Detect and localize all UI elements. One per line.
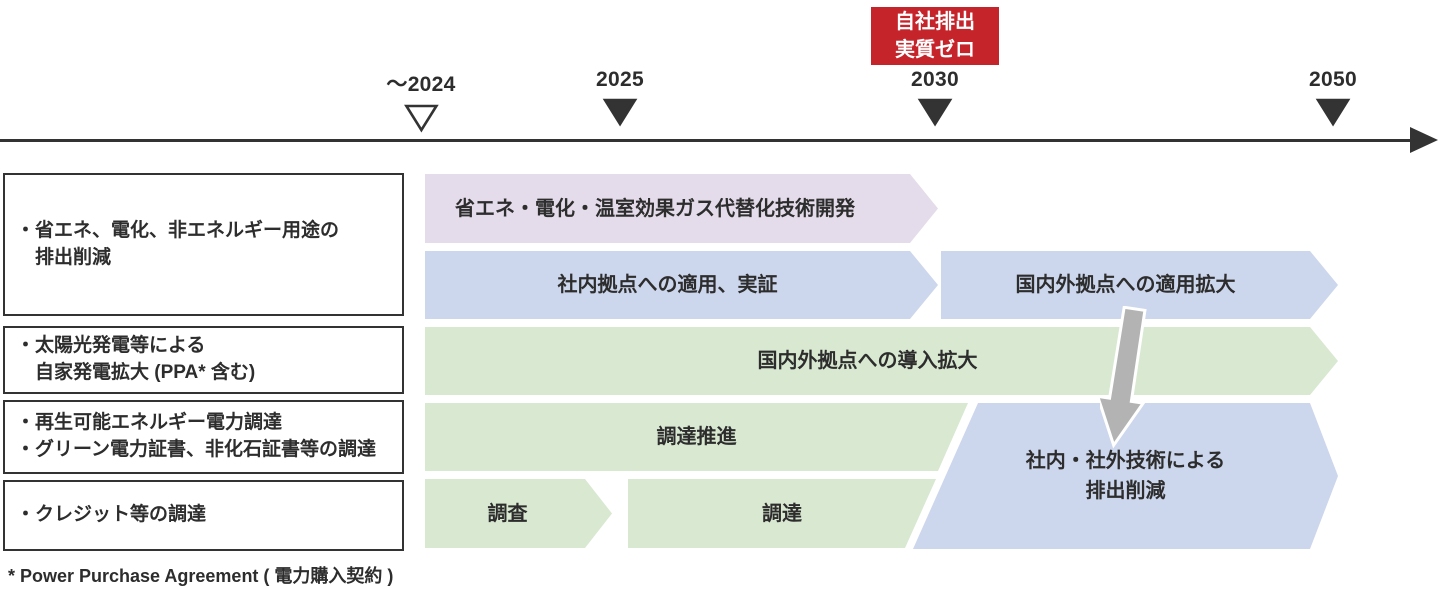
bar-label: 排出削減	[1085, 480, 1166, 502]
year-label: 2025	[596, 68, 644, 91]
bar-label: 社内・社外技術による	[1025, 450, 1226, 472]
category-line: ・グリーン電力証書、非化石証書等の調達	[16, 439, 377, 460]
marker-triangle-filled-icon	[602, 98, 638, 127]
category-line: ・クレジット等の調達	[16, 504, 207, 526]
footnote: * Power Purchase Agreement ( 電力購入契約 )	[8, 566, 394, 586]
cat-energy-saving: ・省エネ、電化、非エネルギー用途の排出削減	[3, 173, 404, 316]
timeline-arrowhead-icon	[1410, 127, 1438, 153]
roadmap-bar-procurement-promotion: 調達推進	[425, 403, 968, 471]
year-label: ～2024	[386, 73, 456, 96]
cat-credit: ・クレジット等の調達	[3, 480, 404, 551]
net-zero-badge-line1: 自社排出	[895, 11, 975, 33]
category-line: 自家発電拡大 (PPA* 含む)	[35, 362, 256, 383]
net-zero-badge-line2: 実質ゼロ	[895, 39, 975, 61]
category-line: 排出削減	[35, 246, 112, 268]
roadmap-bar-global-apply: 国内外拠点への適用拡大	[941, 251, 1338, 319]
bar-label: 省エネ・電化・温室効果ガス代替化技術開発	[455, 197, 855, 220]
timeline-marker-m2030: 2030	[911, 68, 959, 127]
bar-label: 調査	[487, 502, 528, 525]
net-zero-badge: 自社排出 実質ゼロ	[871, 7, 999, 65]
cat-solar: ・太陽光発電等による自家発電拡大 (PPA* 含む)	[3, 326, 404, 394]
roadmap-bar-procurement: 調達	[628, 479, 936, 548]
bar-label: 国内外拠点への適用拡大	[1015, 274, 1236, 296]
timeline-marker-m2025: 2025	[596, 68, 644, 127]
timeline-marker-m2024: ～2024	[386, 68, 455, 133]
cat-renewable: ・再生可能エネルギー電力調達・グリーン電力証書、非化石証書等の調達	[3, 400, 404, 474]
marker-triangle-filled-icon	[1315, 98, 1351, 127]
bar-label: 国内外拠点への導入拡大	[757, 350, 978, 372]
bar-label: 社内拠点への適用、実証	[557, 274, 778, 296]
roadmap-bar-tech-dev: 省エネ・電化・温室効果ガス代替化技術開発	[425, 174, 938, 243]
marker-triangle-filled-icon	[917, 98, 953, 127]
bar-label: 調達	[762, 502, 802, 525]
category-line: ・太陽光発電等による	[16, 335, 206, 357]
timeline-axis	[0, 139, 1414, 142]
year-label: 2030	[911, 68, 959, 91]
year-label: 2050	[1309, 68, 1357, 91]
roadmap-bar-global-deploy: 国内外拠点への導入拡大	[425, 327, 1338, 395]
bar-label: 調達推進	[656, 426, 737, 448]
marker-triangle-open-icon	[403, 104, 439, 133]
roadmap-bar-survey: 調査	[425, 479, 612, 548]
timeline-marker-m2050: 2050	[1309, 68, 1357, 127]
category-line: ・省エネ、電化、非エネルギー用途の	[16, 219, 340, 241]
transition-arrow-icon	[1100, 306, 1147, 449]
roadmap-bar-internal-apply: 社内拠点への適用、実証	[425, 251, 938, 319]
category-line: ・再生可能エネルギー電力調達	[16, 412, 283, 434]
